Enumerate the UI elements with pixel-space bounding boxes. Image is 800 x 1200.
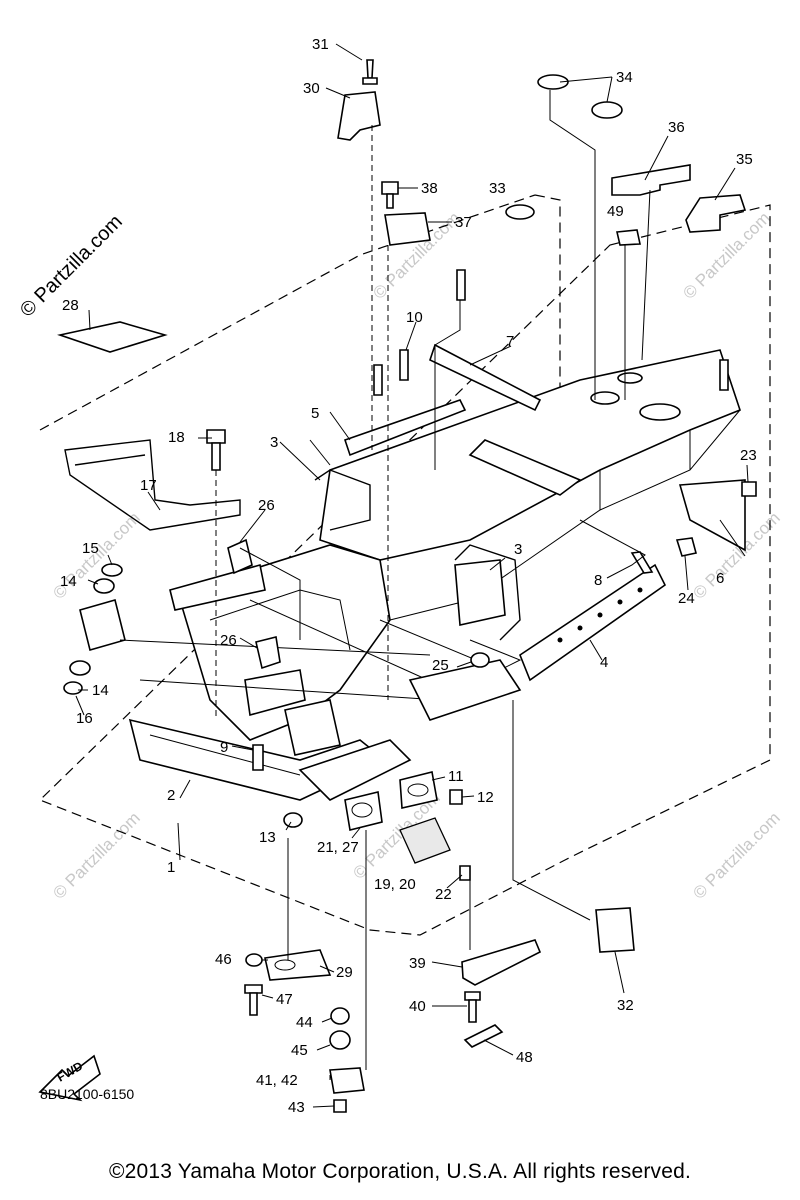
callout-39: 39 xyxy=(409,955,426,972)
callout-3: 3 xyxy=(270,434,278,451)
leader-lines xyxy=(75,43,749,1108)
callout-25: 25 xyxy=(432,657,449,674)
callout-3: 3 xyxy=(514,541,522,558)
callout-49: 49 xyxy=(607,203,624,220)
callout-14: 14 xyxy=(60,573,77,590)
watermark-text: © Partzilla.com xyxy=(689,808,783,902)
callout-11: 11 xyxy=(448,768,464,785)
callout-labels: 31 30 38 37 33 34 36 35 49 28 10 7 5 18 … xyxy=(60,36,757,1116)
callout-19-20: 19, 20 xyxy=(374,876,416,893)
callout-28: 28 xyxy=(62,297,79,314)
callout-41-42: 41, 42 xyxy=(256,1072,298,1089)
copyright-notice: ©2013 Yamaha Motor Corporation, U.S.A. A… xyxy=(108,1160,692,1183)
callout-29: 29 xyxy=(336,964,353,981)
callout-33: 33 xyxy=(489,180,506,197)
callout-40: 40 xyxy=(409,998,426,1015)
callout-43: 43 xyxy=(288,1099,305,1116)
callout-17: 17 xyxy=(140,477,157,494)
callout-46: 46 xyxy=(215,951,232,968)
callout-31: 31 xyxy=(312,36,329,53)
callout-36: 36 xyxy=(668,119,685,136)
callout-47: 47 xyxy=(276,991,293,1008)
callout-15: 15 xyxy=(82,540,99,557)
leader-dashed xyxy=(534,194,611,431)
callout-23: 23 xyxy=(740,447,757,464)
callout-10: 10 xyxy=(406,309,423,326)
callout-7: 7 xyxy=(506,333,514,350)
callout-6: 6 xyxy=(716,570,724,587)
small-parts xyxy=(38,59,757,1113)
callout-1: 1 xyxy=(167,859,175,876)
watermark-text: © Partzilla.com xyxy=(49,808,143,902)
callout-22: 22 xyxy=(435,886,452,903)
callout-18: 18 xyxy=(168,429,185,446)
callout-2: 2 xyxy=(167,787,175,804)
callout-26: 26 xyxy=(220,632,237,649)
callout-48: 48 xyxy=(516,1049,533,1066)
callout-8: 8 xyxy=(594,572,602,589)
callout-4: 4 xyxy=(600,654,608,671)
callout-44: 44 xyxy=(296,1014,313,1031)
callout-38: 38 xyxy=(421,180,438,197)
callout-5: 5 xyxy=(311,405,319,422)
callout-32: 32 xyxy=(617,997,634,1014)
callout-37: 37 xyxy=(455,214,472,231)
callout-30: 30 xyxy=(303,80,320,97)
callout-21-27: 21, 27 xyxy=(317,839,359,856)
callout-12: 12 xyxy=(477,789,494,806)
assembly-outline xyxy=(38,194,771,936)
callout-45: 45 xyxy=(291,1042,308,1059)
callout-35: 35 xyxy=(736,151,753,168)
callout-14: 14 xyxy=(92,682,109,699)
callout-24: 24 xyxy=(678,590,695,607)
callout-26: 26 xyxy=(258,497,275,514)
callout-13: 13 xyxy=(259,829,276,846)
callout-16: 16 xyxy=(76,710,93,727)
diagram-code: 8BU2100-6150 xyxy=(40,1086,135,1102)
callout-34: 34 xyxy=(616,69,633,86)
fwd-arrow-icon xyxy=(38,1054,101,1102)
callout-9: 9 xyxy=(220,739,228,756)
